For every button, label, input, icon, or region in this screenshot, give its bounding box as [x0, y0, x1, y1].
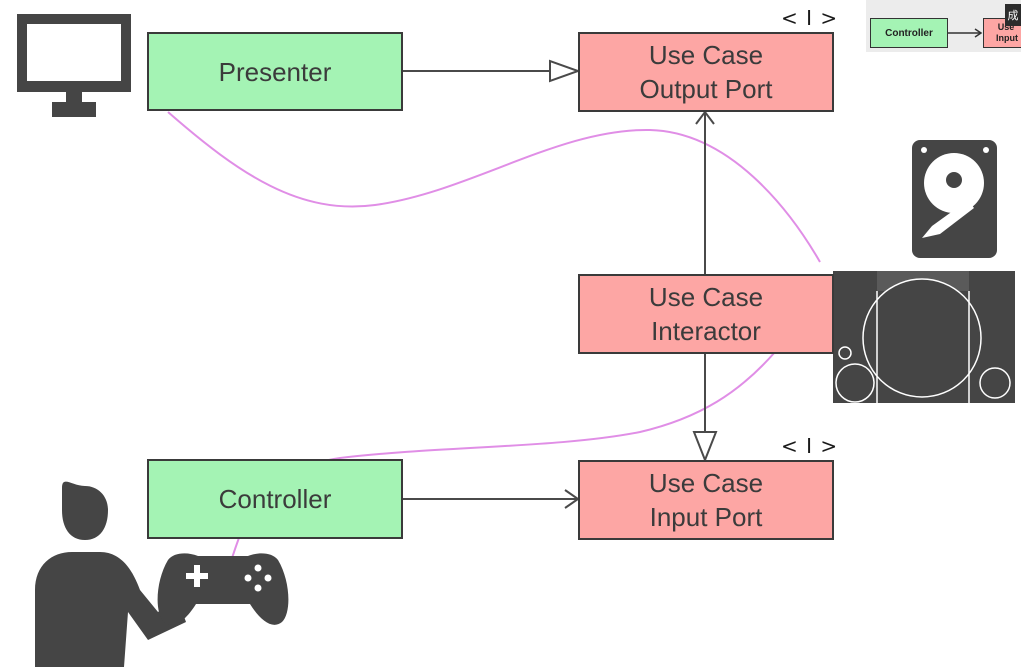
presenter-label: Presenter [218, 56, 332, 87]
controller-box: Controller [147, 459, 403, 539]
thumbnail-controller-box: Controller [870, 18, 948, 48]
hard-drive-icon [912, 140, 997, 258]
output-port-label-line2: Output Port [639, 74, 773, 104]
thumbnail-preview[interactable]: Controller Use Input 成 [866, 0, 1021, 52]
input-port-stereotype: < I > [781, 434, 839, 458]
interactor-box: Use Case Interactor [578, 274, 834, 354]
game-console-icon [833, 271, 1015, 403]
input-port-label-line1: Use Case [648, 468, 764, 498]
output-port-open-arrowhead [695, 110, 715, 125]
input-port-hollow-arrowhead [692, 431, 718, 463]
input-port-box: Use Case Input Port [578, 460, 834, 540]
thumbnail-arrow [948, 28, 983, 38]
interactor-label-line2: Interactor [651, 316, 761, 346]
controller-label: Controller [218, 484, 332, 514]
thumbnail-corner-badge[interactable]: 成 [1005, 4, 1021, 26]
presenter-box: Presenter [147, 32, 403, 111]
input-port-label-line2: Input Port [649, 502, 763, 532]
monitor-icon [17, 14, 131, 117]
thumbnail-controller-label: Controller [885, 27, 933, 39]
pen-stroke-upper [167, 111, 821, 263]
user-with-gamepad-icon [35, 481, 289, 667]
output-port-hollow-arrowhead [549, 59, 581, 83]
interactor-label-line1: Use Case [648, 282, 764, 312]
output-port-stereotype: < I > [781, 6, 839, 30]
output-port-box: Use Case Output Port [578, 32, 834, 112]
thumbnail-input-port-label: Use Input [996, 22, 1018, 43]
output-port-label-line1: Use Case [648, 40, 764, 70]
